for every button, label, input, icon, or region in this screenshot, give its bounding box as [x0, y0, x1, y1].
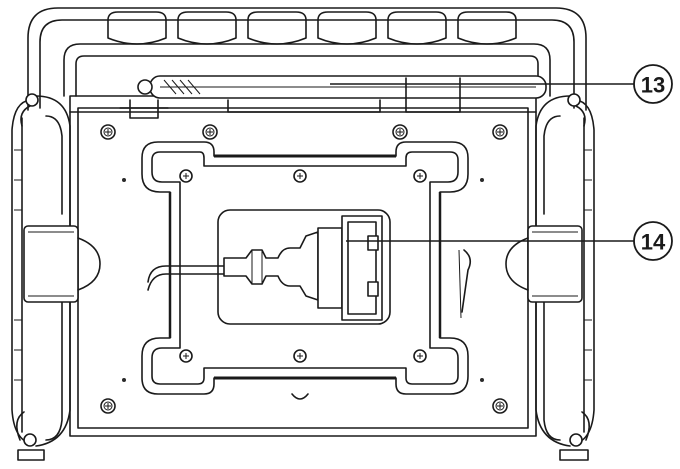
left-side-bumper — [11, 93, 101, 461]
callout-14-circle — [633, 221, 673, 261]
callout-leaders — [330, 83, 634, 242]
callout-13: 13 — [633, 64, 673, 104]
battery-cover-plate — [141, 141, 469, 400]
callout-14-label: 14 — [641, 230, 666, 255]
callout-13-label: 13 — [641, 73, 665, 98]
housing-screws — [100, 124, 508, 414]
callout-13-circle — [633, 64, 673, 104]
callout-14: 14 — [633, 221, 673, 261]
handle-grip-bumps — [107, 11, 517, 45]
power-cord-compartment — [147, 209, 472, 325]
top-handle — [27, 7, 587, 111]
right-side-bumper — [505, 93, 595, 461]
antenna — [119, 75, 547, 119]
